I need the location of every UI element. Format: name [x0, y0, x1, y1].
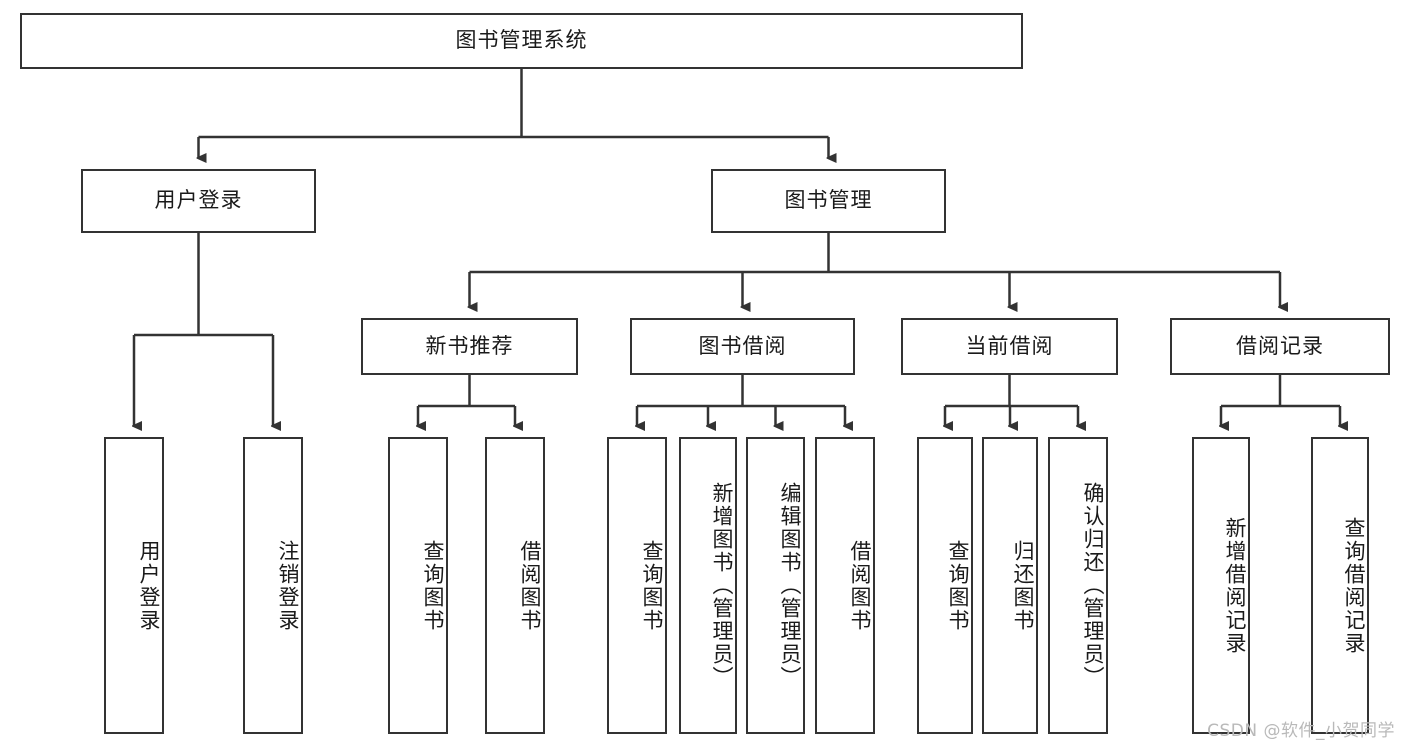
- node-leaf-query-book-3-label: 查询图书: [946, 539, 970, 632]
- node-leaf-query-borrow-record-label: 查询借阅记录: [1342, 516, 1366, 655]
- node-borrow-record[interactable]: 借阅记录: [1170, 318, 1390, 375]
- node-book-manage-label: 图书管理: [784, 188, 873, 213]
- node-leaf-borrow-book-1[interactable]: 借阅图书: [485, 437, 545, 734]
- node-leaf-edit-book-label: 编辑图书（管理员）: [778, 482, 802, 689]
- node-leaf-borrow-book-1-label: 借阅图书: [518, 539, 542, 632]
- node-new-book-recommend-label: 新书推荐: [425, 333, 514, 358]
- node-book-borrow[interactable]: 图书借阅: [630, 318, 855, 375]
- node-user-login[interactable]: 用户登录: [81, 169, 316, 233]
- node-leaf-query-book-1-label: 查询图书: [421, 539, 445, 632]
- node-leaf-add-borrow-record-label: 新增借阅记录: [1223, 516, 1247, 655]
- node-leaf-confirm-return-label: 确认归还（管理员）: [1081, 482, 1105, 689]
- node-book-manage[interactable]: 图书管理: [711, 169, 946, 233]
- node-root-label: 图书管理系统: [455, 28, 588, 53]
- node-current-borrow[interactable]: 当前借阅: [901, 318, 1118, 375]
- node-user-login-label: 用户登录: [154, 188, 243, 213]
- watermark: CSDN @软件_小贺同学: [1207, 721, 1395, 741]
- node-leaf-add-book[interactable]: 新增图书（管理员）: [679, 437, 737, 734]
- node-leaf-borrow-book-2[interactable]: 借阅图书: [815, 437, 875, 734]
- node-leaf-edit-book[interactable]: 编辑图书（管理员）: [746, 437, 805, 734]
- node-leaf-borrow-book-2-label: 借阅图书: [848, 539, 872, 632]
- node-leaf-query-book-2-label: 查询图书: [640, 539, 664, 632]
- node-leaf-return-book-label: 归还图书: [1011, 539, 1035, 632]
- node-new-book-recommend[interactable]: 新书推荐: [361, 318, 578, 375]
- node-leaf-user-login-label: 用户登录: [137, 539, 161, 632]
- node-leaf-return-book[interactable]: 归还图书: [982, 437, 1038, 734]
- node-leaf-logout[interactable]: 注销登录: [243, 437, 303, 734]
- node-leaf-logout-label: 注销登录: [276, 539, 300, 632]
- node-root[interactable]: 图书管理系统: [20, 13, 1023, 69]
- node-current-borrow-label: 当前借阅: [965, 333, 1054, 358]
- node-leaf-query-borrow-record[interactable]: 查询借阅记录: [1311, 437, 1369, 734]
- node-leaf-query-book-3[interactable]: 查询图书: [917, 437, 973, 734]
- node-borrow-record-label: 借阅记录: [1236, 333, 1324, 358]
- node-leaf-confirm-return[interactable]: 确认归还（管理员）: [1048, 437, 1108, 734]
- node-leaf-add-book-label: 新增图书（管理员）: [710, 482, 734, 689]
- node-leaf-query-book-2[interactable]: 查询图书: [607, 437, 667, 734]
- node-book-borrow-label: 图书借阅: [698, 333, 787, 358]
- node-leaf-add-borrow-record[interactable]: 新增借阅记录: [1192, 437, 1250, 734]
- node-leaf-query-book-1[interactable]: 查询图书: [388, 437, 448, 734]
- node-leaf-user-login[interactable]: 用户登录: [104, 437, 164, 734]
